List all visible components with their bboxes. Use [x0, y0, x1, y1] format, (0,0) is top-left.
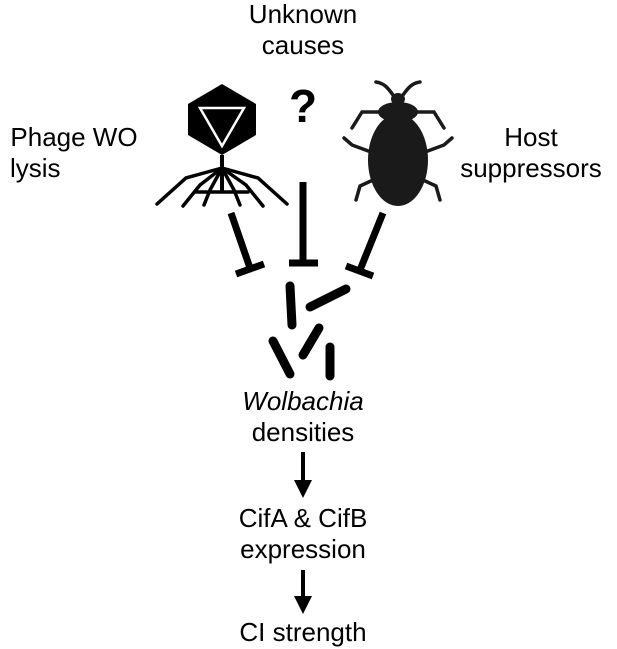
ci-strength-label: CI strength	[239, 617, 367, 647]
phage-line2: lysis	[10, 153, 61, 183]
inhibition-unknown	[289, 182, 318, 267]
bacteriophage-icon	[155, 84, 289, 208]
host-line1: Host	[504, 122, 558, 152]
phage-wo-lysis-label: Phage WO lysis	[0, 122, 148, 184]
densities-text: densities	[251, 417, 355, 447]
question-mark-icon: ?	[288, 80, 318, 132]
inhibition-phage	[227, 211, 266, 278]
wolbachia-densities-label: Wolbachia densities	[203, 386, 403, 448]
inhibition-host	[344, 211, 387, 280]
arrow-densities-to-cif	[294, 452, 312, 498]
wolbachia-text: Wolbachia	[242, 386, 364, 416]
phage-line1: Phage WO	[10, 122, 138, 152]
cif-line2: expression	[240, 534, 366, 564]
host-line2: suppressors	[460, 153, 602, 183]
unknown-line2: causes	[261, 30, 345, 60]
arrow-cif-to-ci	[294, 570, 312, 614]
insect-bug-icon	[342, 80, 454, 206]
unknown-line1: Unknown	[248, 0, 358, 29]
cif-line1: CifA & CifB	[238, 503, 368, 533]
host-suppressors-label: Host suppressors	[446, 122, 616, 184]
unknown-causes-label: Unknown causes	[203, 0, 403, 61]
cif-expression-label: CifA & CifB expression	[183, 503, 423, 565]
wolbachia-cells	[268, 281, 351, 381]
